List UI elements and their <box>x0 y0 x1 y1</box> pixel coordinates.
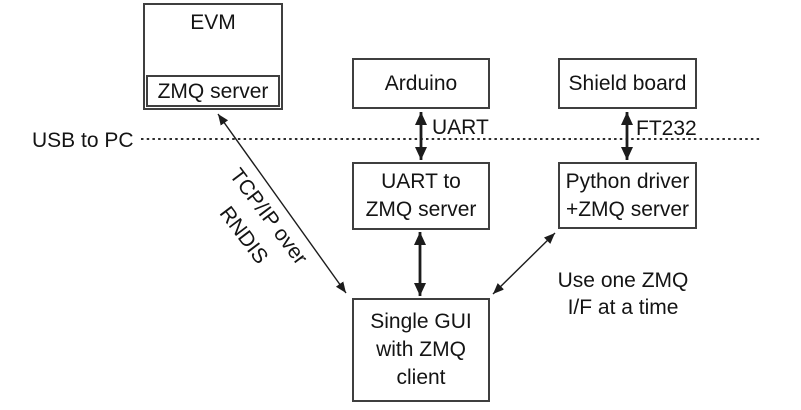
single-gui-line1: Single GUI <box>370 310 472 333</box>
one-zmq-interface-note-line1: Use one ZMQ <box>557 269 689 292</box>
python-driver-zmq-server-box: Python driver +ZMQ server <box>558 162 697 229</box>
single-gui-line3: client <box>396 366 446 389</box>
ft232-label: FT232 <box>636 117 697 140</box>
usb-to-pc-label: USB to PC <box>32 129 134 152</box>
uart-to-zmq-server-box: UART to ZMQ server <box>352 162 490 230</box>
single-gui-line2: with ZMQ <box>376 338 466 361</box>
single-gui-zmq-client-box: Single GUI with ZMQ client <box>352 298 490 402</box>
evm-box: EVM ZMQ server <box>143 3 283 110</box>
gui-pythonserver-arrow <box>492 232 556 295</box>
one-zmq-interface-note: Use one ZMQ I/F at a time <box>543 267 703 321</box>
shield-board-box-label: Shield board <box>568 72 687 95</box>
tcpip-rndis-arrow <box>217 113 347 294</box>
arduino-box-label: Arduino <box>384 72 458 95</box>
uart-label: UART <box>432 116 489 139</box>
shield-board-box: Shield board <box>558 58 697 109</box>
uart-to-zmq-server-line2: ZMQ server <box>365 198 477 221</box>
evm-box-title: EVM <box>190 11 236 34</box>
evm-zmq-server-section: ZMQ server <box>146 75 280 107</box>
evm-zmq-server-label: ZMQ server <box>157 79 269 103</box>
arduino-box: Arduino <box>352 58 490 109</box>
uart-to-zmq-server-line1: UART to <box>381 170 461 193</box>
python-driver-line2: +ZMQ server <box>565 197 690 221</box>
one-zmq-interface-note-line2: I/F at a time <box>567 296 679 319</box>
python-driver-line1: Python driver <box>565 169 690 193</box>
